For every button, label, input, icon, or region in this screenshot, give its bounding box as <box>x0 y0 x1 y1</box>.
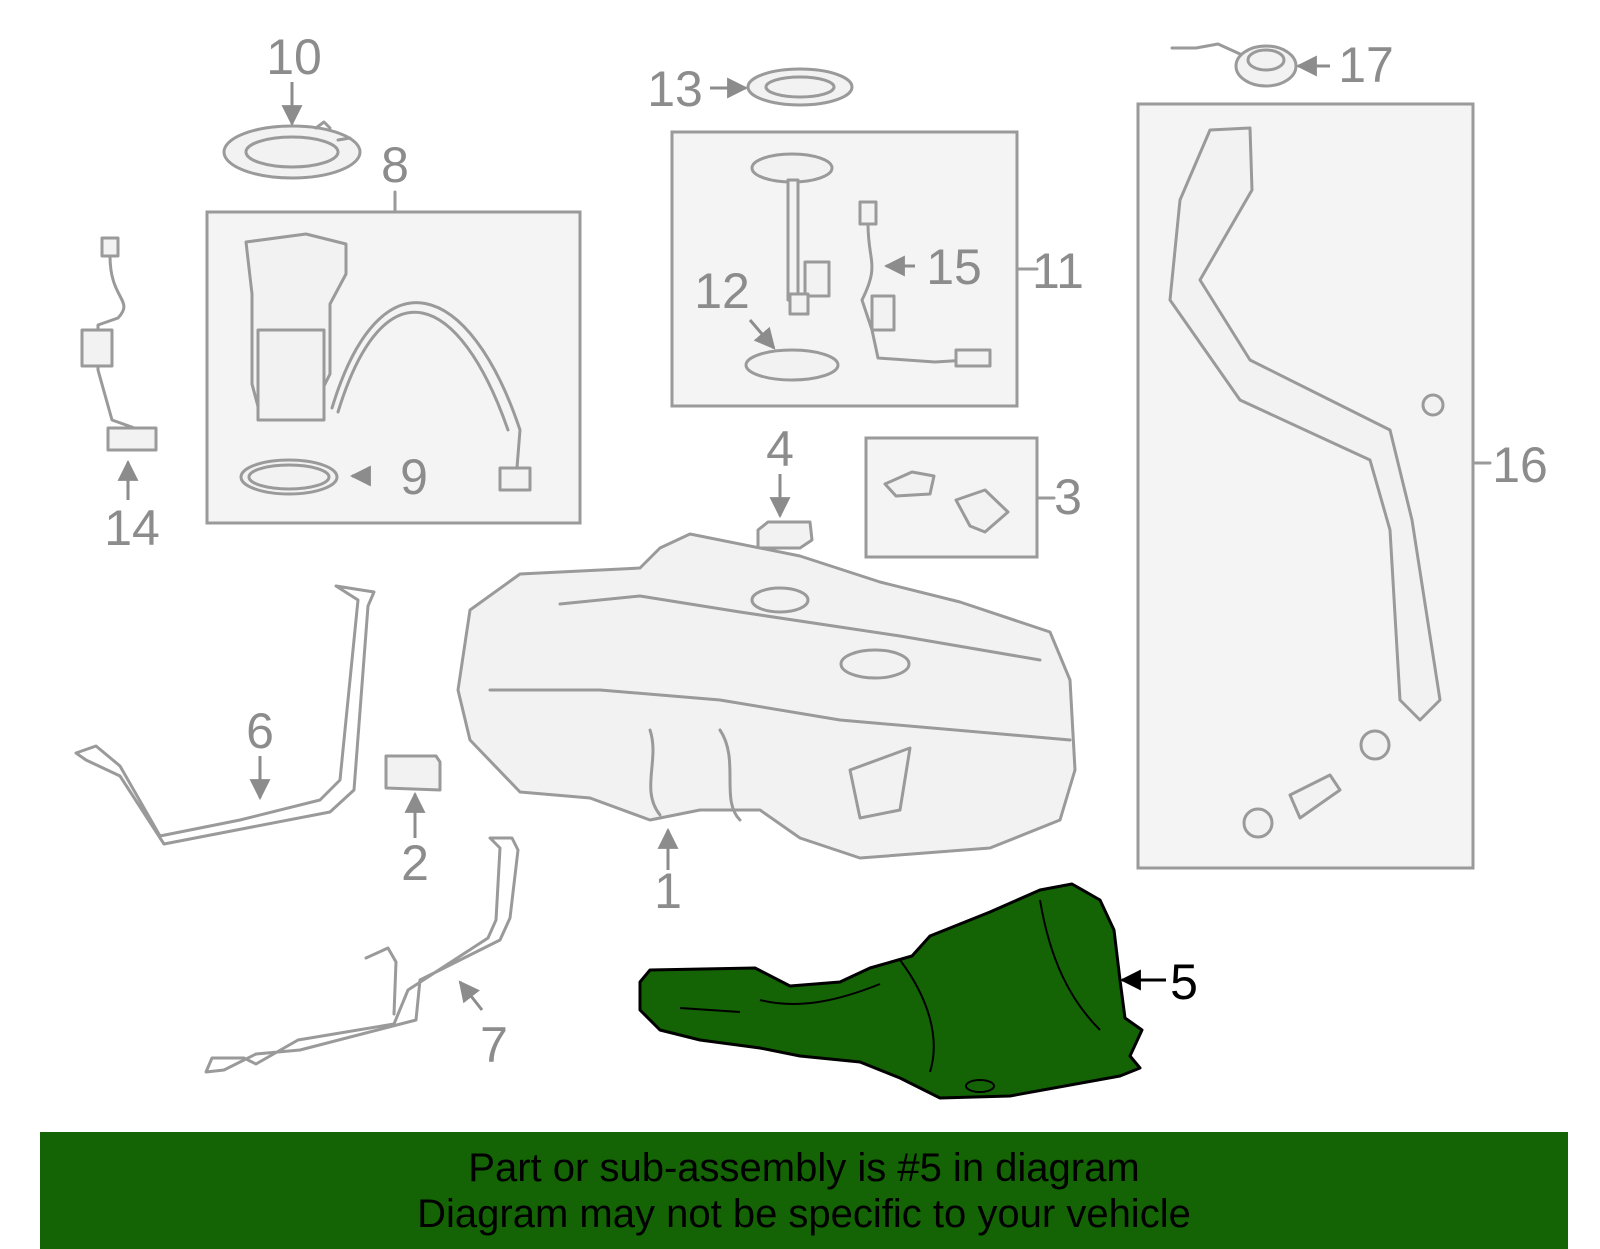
callout-3: 3 <box>1054 469 1082 525</box>
part-8-fuel-pump-module-box <box>205 190 582 525</box>
callout-17: 17 <box>1338 37 1394 93</box>
part-6-tank-strap <box>74 584 376 846</box>
callout-10: 10 <box>266 29 322 85</box>
part-1-fuel-tank <box>456 532 1077 860</box>
banner-line-1: Part or sub-assembly is #5 in diagram <box>468 1145 1140 1190</box>
part-16-filler-pipe-box <box>1136 102 1492 870</box>
part-14-sensor-harness <box>80 236 158 452</box>
part-7-tank-strap <box>204 836 520 1074</box>
part-5-heat-shield <box>638 882 1144 1100</box>
callout-4: 4 <box>766 421 794 477</box>
callout-7: 7 <box>480 1017 508 1073</box>
part-11-sender-box <box>670 130 1039 408</box>
part-17-fuel-cap <box>1170 42 1298 88</box>
callout-2: 2 <box>401 835 429 891</box>
callout-13: 13 <box>647 61 703 117</box>
info-banner: Part or sub-assembly is #5 in diagram Di… <box>40 1132 1568 1249</box>
callout-12: 12 <box>694 263 750 319</box>
part-13-seal-ring <box>746 67 854 107</box>
callout-14: 14 <box>104 500 160 556</box>
callout-8: 8 <box>381 137 409 193</box>
callout-1: 1 <box>654 863 682 919</box>
part-4-pad <box>756 520 814 550</box>
callout-11: 11 <box>1032 243 1084 299</box>
callout-5: 5 <box>1170 954 1198 1010</box>
callout-6: 6 <box>246 703 274 759</box>
banner-line-2: Diagram may not be specific to your vehi… <box>417 1191 1191 1236</box>
callout-16: 16 <box>1492 437 1548 493</box>
part-3-bracket-box <box>864 436 1056 559</box>
callout-15: 15 <box>926 239 982 295</box>
part-2-pad <box>384 754 442 792</box>
part-10-lock-ring <box>222 120 362 180</box>
callout-9: 9 <box>400 449 428 505</box>
